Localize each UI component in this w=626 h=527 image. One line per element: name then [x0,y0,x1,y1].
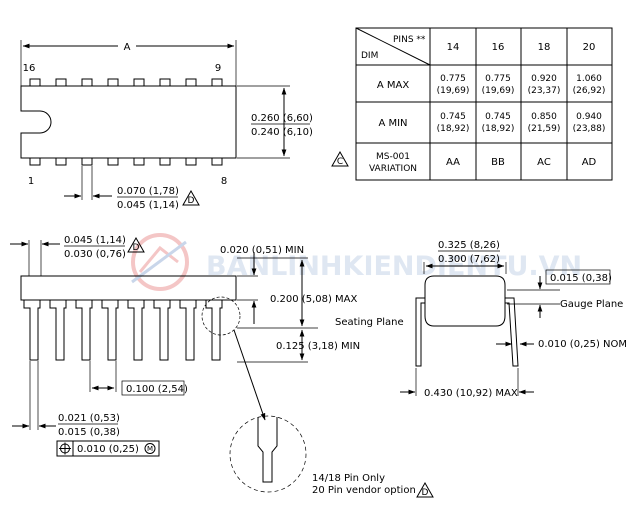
height-max-label: 0.200 (5,08) MAX [270,294,358,305]
watermark-text: BANLINHKIENDIENTU.VN [206,251,582,282]
table-cell: 1.060(26,92) [573,74,606,96]
detail-marker-circle [201,296,241,336]
top-pins [29,78,223,86]
detail-view: 14/18 Pin Only 20 Pin vendor option D [229,415,434,498]
detail-note-line1: 14/18 Pin Only [312,473,385,484]
top-view: A 16 9 1 8 [20,39,313,211]
note-d-label: D [133,243,140,253]
note-c-triangle-icon [331,150,349,167]
mmc-modifier-icon [144,443,156,454]
note-d-label: D [422,488,429,498]
width-min-label: 0.240 (6,10) [251,127,313,138]
body-width-min-label: 0.300 (7,62) [438,254,500,265]
side-view: 0.045 (1,14) 0.030 (0,76) D 0.020 (0,51)… [10,235,404,457]
table-cell: AC [537,157,551,168]
detail-note-line2: 20 Pin vendor option [312,485,416,496]
watermark: BANLINHKIENDIENTU.VN [131,233,582,291]
note-d-triangle-icon [182,189,200,206]
pin-1-label: 1 [28,176,34,187]
note-c-label: C [337,157,343,167]
position-tolerance-label: 0.010 (0,25) [77,444,139,455]
table-row-a-min-label: A MIN [378,118,407,129]
table-col-14: 14 [447,42,460,53]
table-cell: 0.775(19,69) [482,74,515,96]
note-d-triangle-icon [416,481,434,498]
pin-9-label: 9 [215,63,221,74]
table-dim-header: DIM [361,51,378,61]
lead-length-min-label: 0.125 (3,18) MIN [276,341,360,352]
table-pins-header: PINS ** [393,35,426,45]
detail-circle [229,415,307,493]
table-cell: 0.745(18,92) [482,112,515,134]
pin-16-label: 16 [23,63,36,74]
pitch-max-label: 0.070 (1,78) [117,186,179,197]
end-view-body [424,275,506,327]
tolerance-frame [56,440,160,457]
table-cell: 0.920(23,37) [528,74,561,96]
body-width-max-label: 0.325 (8,26) [438,240,500,251]
dim-a-label: A [124,42,131,53]
table-cell: BB [491,157,505,168]
gauge-offset-label: 0.015 (0,38) [550,273,612,284]
table-col-18: 18 [538,42,551,53]
width-max-label: 0.260 (6,60) [251,113,313,124]
pitch-min-label: 0.045 (1,14) [117,200,179,211]
table-cell: 0.850(21,59) [528,112,561,134]
lead-width-min-label: 0.015 (0,38) [58,427,120,438]
lead-width-max-label: 0.021 (0,53) [58,413,120,424]
table-cell: 0.775(19,69) [437,74,470,96]
position-tolerance-icon [59,442,71,455]
seating-plane-label: Seating Plane [335,317,404,328]
pin-8-label: 8 [221,176,227,187]
table-col-20: 20 [583,42,596,53]
side-leads [23,300,223,361]
note-d-triangle-icon [127,236,145,253]
table-row-a-max-label: A MAX [377,80,409,91]
gauge-offset-box [545,269,611,285]
mmc-modifier-label: M [147,445,153,453]
standoff-min-label: 0.020 (0,51) MIN [220,245,304,256]
table-cell: AA [446,157,460,168]
gauge-plane-label: Gauge Plane [560,299,623,310]
note-d-label: D [188,196,195,206]
top-view-body [20,85,237,159]
table-cell: 0.940(23,88) [573,112,606,134]
span-max-label: 0.430 (10,92) MAX [424,388,518,399]
dimension-table: PINS ** DIM 14 16 18 20 A MAX A MIN MS-0… [331,27,613,181]
side-view-body [20,275,237,301]
table-cell: 0.745(18,92) [437,112,470,134]
pitch-label: 0.100 (2,54) [126,384,188,395]
end-view: 0.325 (8,26) 0.300 (7,62) 0.015 (0,38) G… [400,240,626,399]
shoulder-min-label: 0.030 (0,76) [64,249,126,260]
shoulder-max-label: 0.045 (1,14) [64,235,126,246]
bottom-pins [29,158,223,166]
table-cell: AD [582,157,597,168]
table-col-16: 16 [492,42,505,53]
pitch-box [121,380,185,396]
lead-thickness-label: 0.010 (0,25) NOM [538,339,626,350]
watermark-logo-icon [131,233,189,291]
